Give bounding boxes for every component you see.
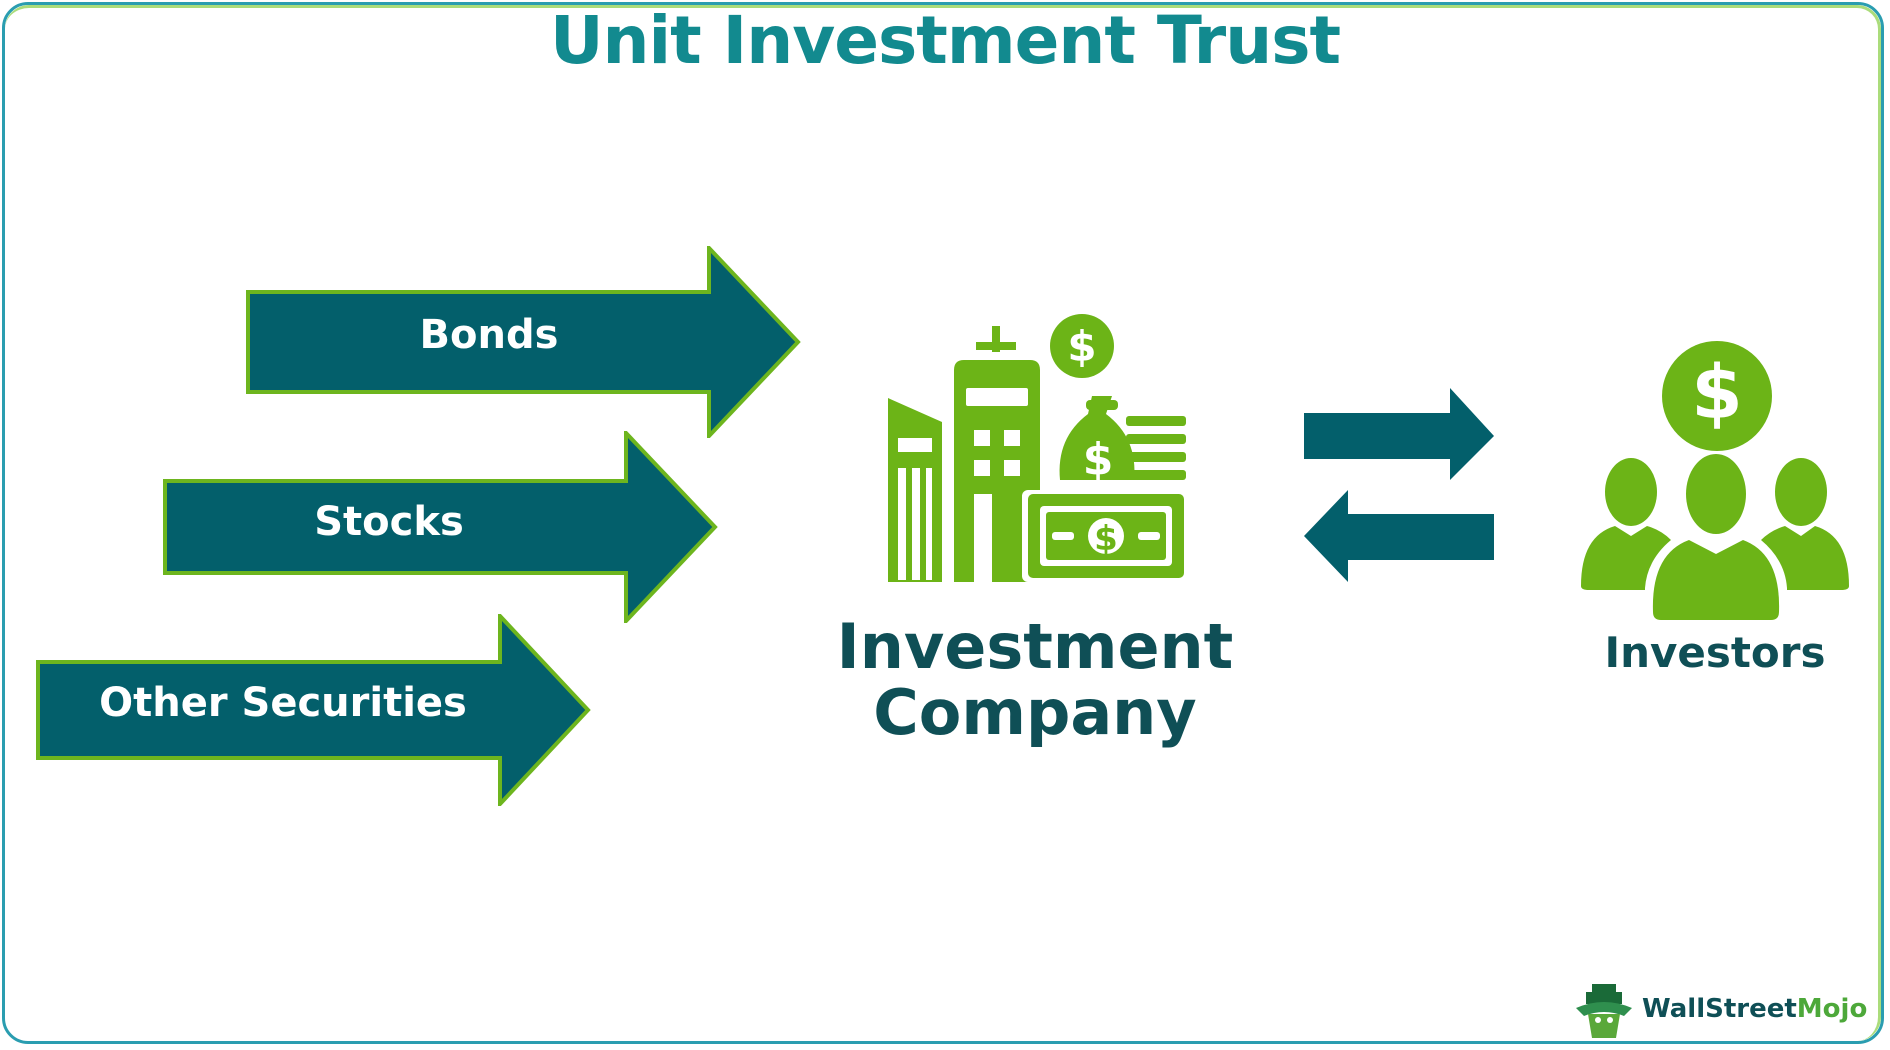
- investment-company-label-line1: Investment: [836, 610, 1234, 683]
- investment-company-label-line2: Company: [873, 676, 1197, 749]
- bonds-arrow: [246, 246, 801, 438]
- investment-company-icon: $ $ $: [888, 314, 1188, 582]
- right-arrow-icon: [1304, 388, 1494, 480]
- svg-text:$: $: [1094, 519, 1118, 559]
- svg-text:$: $: [1083, 434, 1114, 485]
- svg-text:$: $: [1067, 322, 1096, 371]
- other-securities-arrow: [36, 614, 591, 806]
- stocks-arrow: [163, 431, 718, 623]
- investors-icon: $: [1581, 341, 1849, 620]
- svg-text:$: $: [1691, 350, 1743, 436]
- stocks-label: Stocks: [314, 499, 464, 545]
- wallstreetmojo-logo-icon: [1576, 984, 1632, 1038]
- diagram-title: Unit Investment Trust: [549, 2, 1341, 79]
- brand-logo: WallStreetMojo: [1642, 994, 1867, 1024]
- left-arrow-icon: [1304, 490, 1494, 582]
- investors-label: Investors: [1604, 628, 1826, 677]
- brand-part2: Mojo: [1796, 994, 1868, 1024]
- bonds-label: Bonds: [419, 312, 559, 358]
- brand-part1: WallStreet: [1642, 994, 1797, 1024]
- other-securities-label: Other Securities: [99, 680, 467, 726]
